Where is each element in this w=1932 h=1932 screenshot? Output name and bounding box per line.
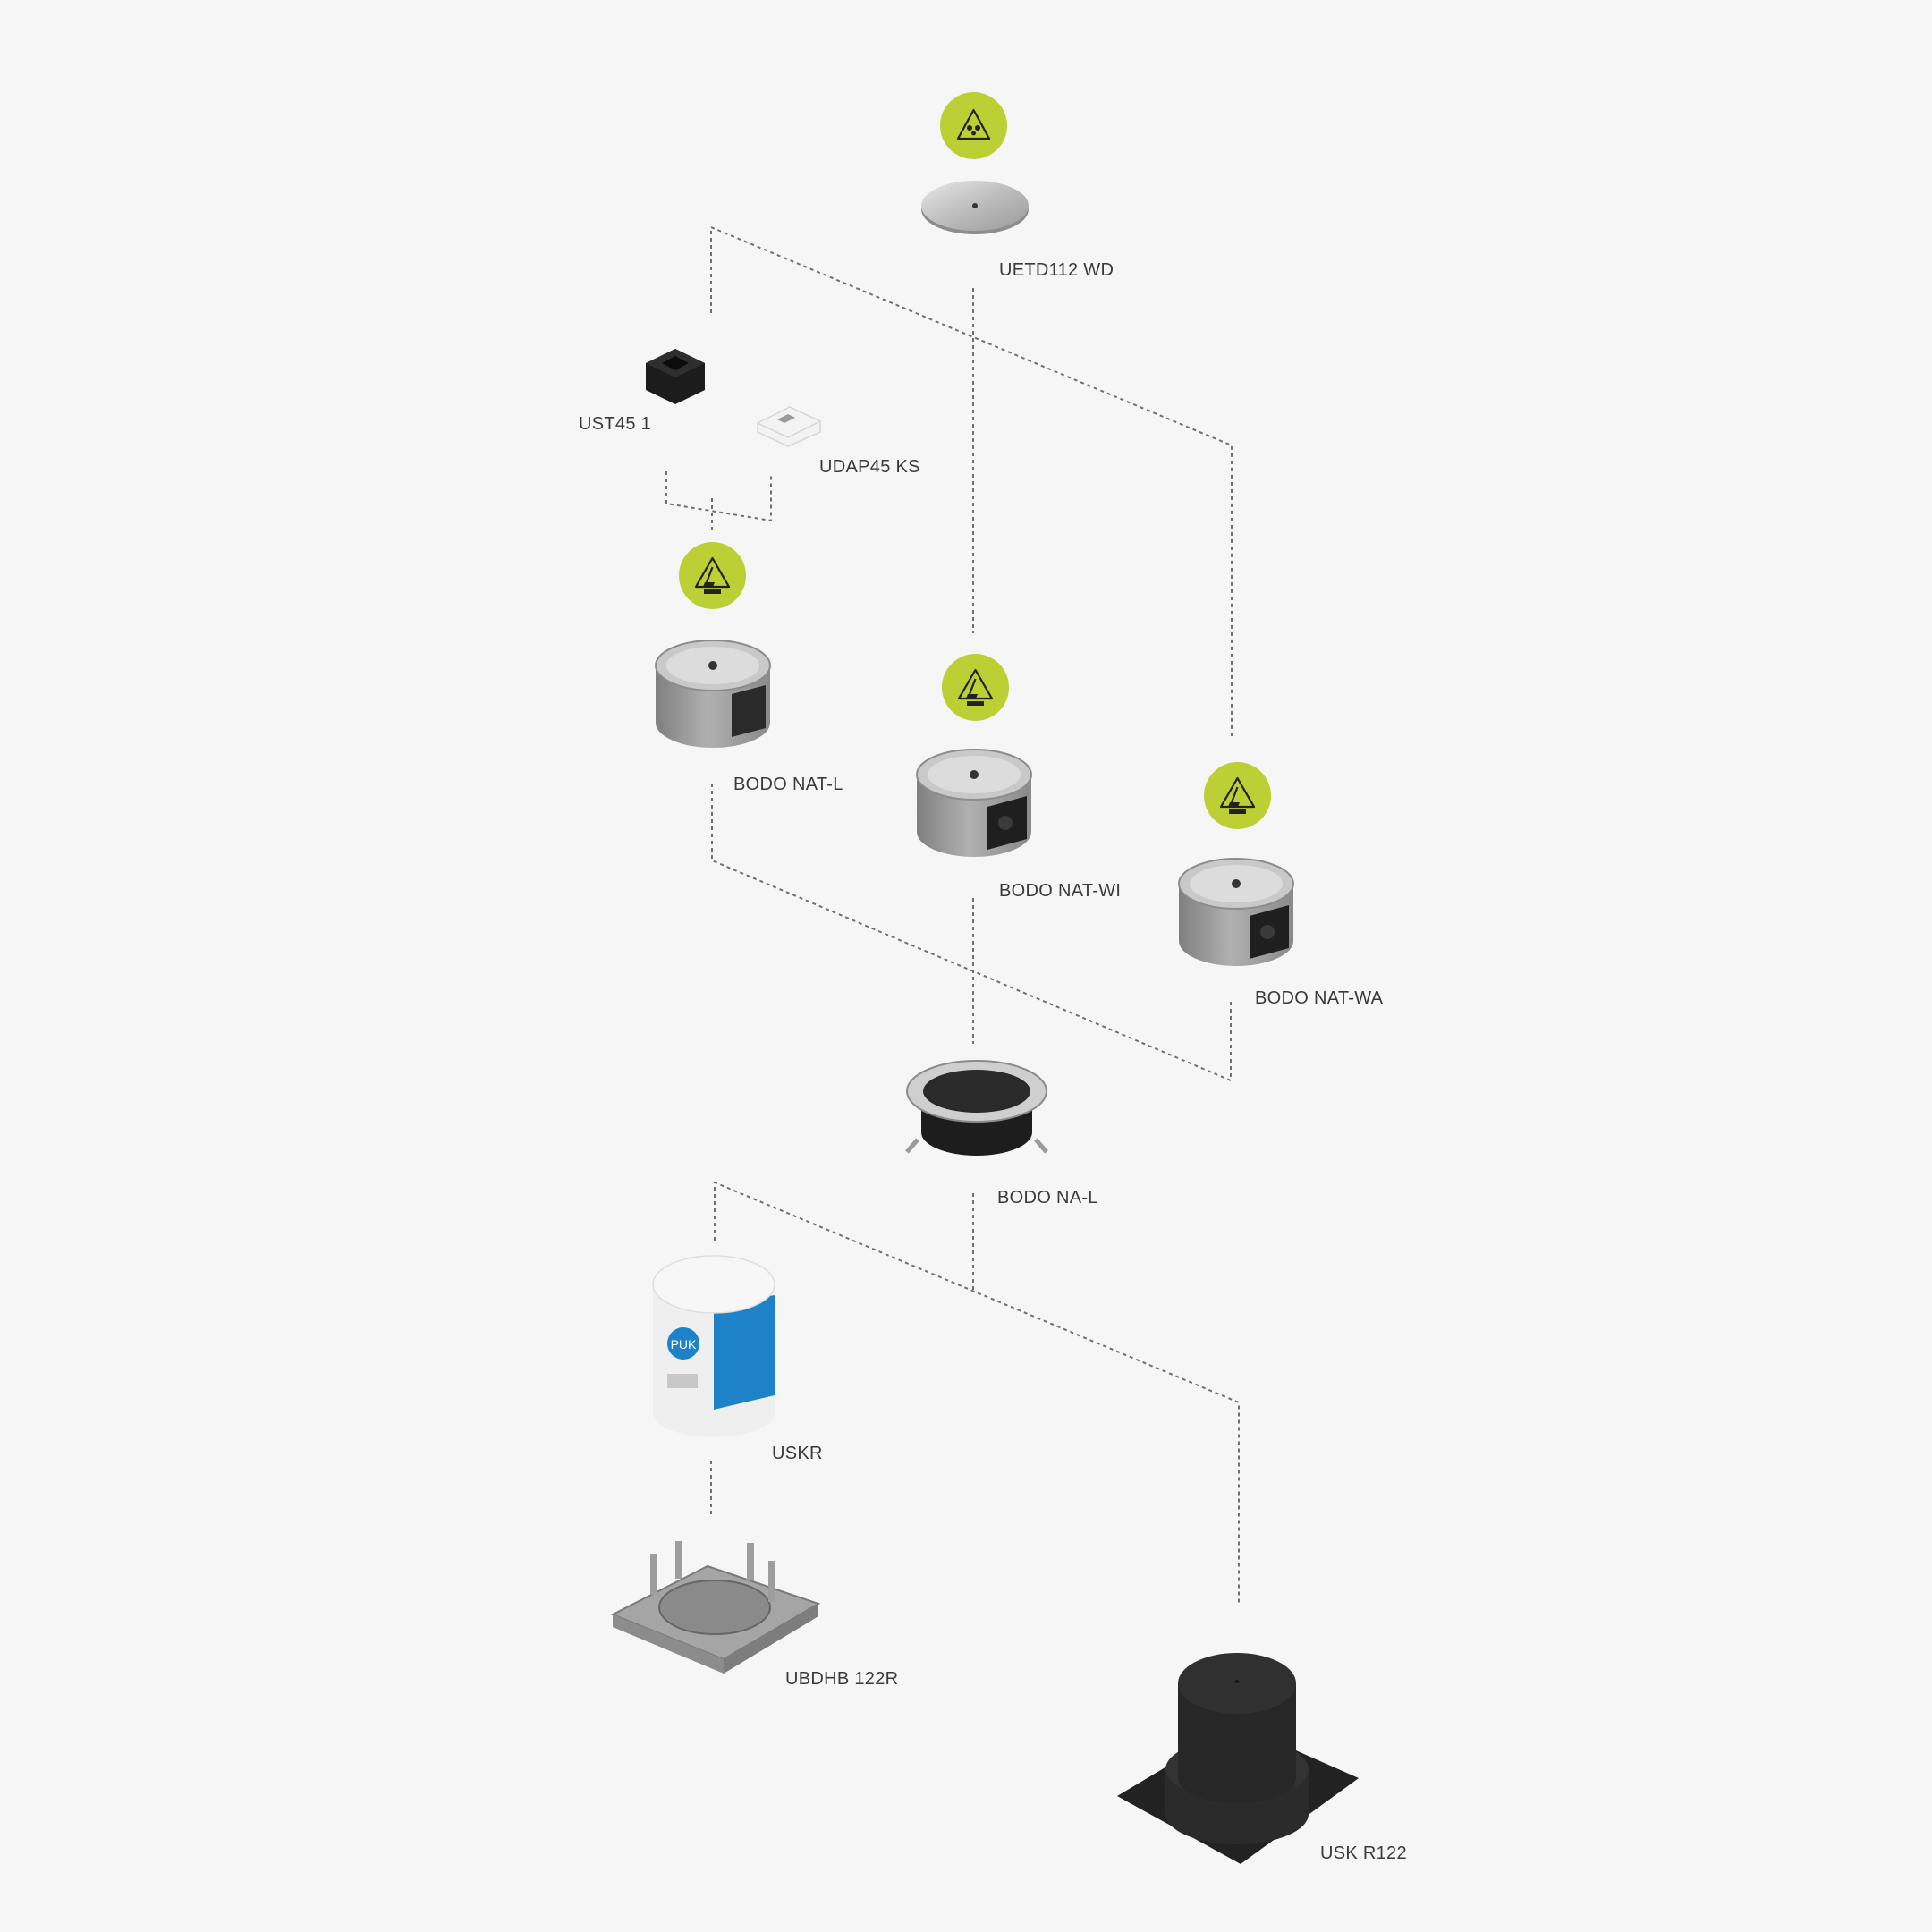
uskr-brand-logo: PUK	[671, 1337, 697, 1352]
udap45-label: UDAP45 KS	[819, 457, 920, 477]
udap45-adapter	[754, 403, 824, 448]
uskr-package: PUK	[651, 1252, 776, 1444]
connector-nat-to-na	[711, 784, 1232, 1082]
usk-r122-label: USK R122	[1320, 1843, 1407, 1863]
bodo-nat-wa-label: BODO NAT-WA	[1255, 988, 1384, 1008]
bodo-na-l-label: BODO NA-L	[997, 1188, 1098, 1208]
uetd112-cover-plate	[919, 175, 1030, 240]
bodo-nat-l-box	[653, 630, 773, 751]
water-drops-icon	[940, 92, 1007, 159]
ust451-label: UST45 1	[579, 414, 652, 434]
bodo-na-l-ring	[905, 1059, 1048, 1165]
ubdhb122r-housing	[607, 1534, 824, 1677]
usk-r122-cover	[1115, 1644, 1360, 1869]
bodo-nat-wa-box	[1176, 848, 1296, 970]
uetd112-label: UETD112 WD	[999, 260, 1114, 280]
floor-cleaning-icon	[942, 654, 1009, 721]
connector-uetd-to-wa	[710, 225, 1233, 738]
uskr-label: USKR	[772, 1444, 823, 1463]
floor-cleaning-icon	[679, 542, 746, 609]
bodo-nat-wi-label: BODO NAT-WI	[999, 881, 1122, 901]
connector-ust-udap-to-l	[665, 471, 772, 522]
floor-cleaning-icon	[1204, 762, 1271, 829]
ubdhb122r-label: UBDHB 122R	[785, 1669, 899, 1689]
bodo-nat-l-label: BODO NAT-L	[733, 775, 843, 794]
bodo-nat-wi-box	[914, 739, 1034, 860]
connector-na-to-bases	[714, 1181, 1240, 1606]
ust451-module	[642, 343, 708, 410]
